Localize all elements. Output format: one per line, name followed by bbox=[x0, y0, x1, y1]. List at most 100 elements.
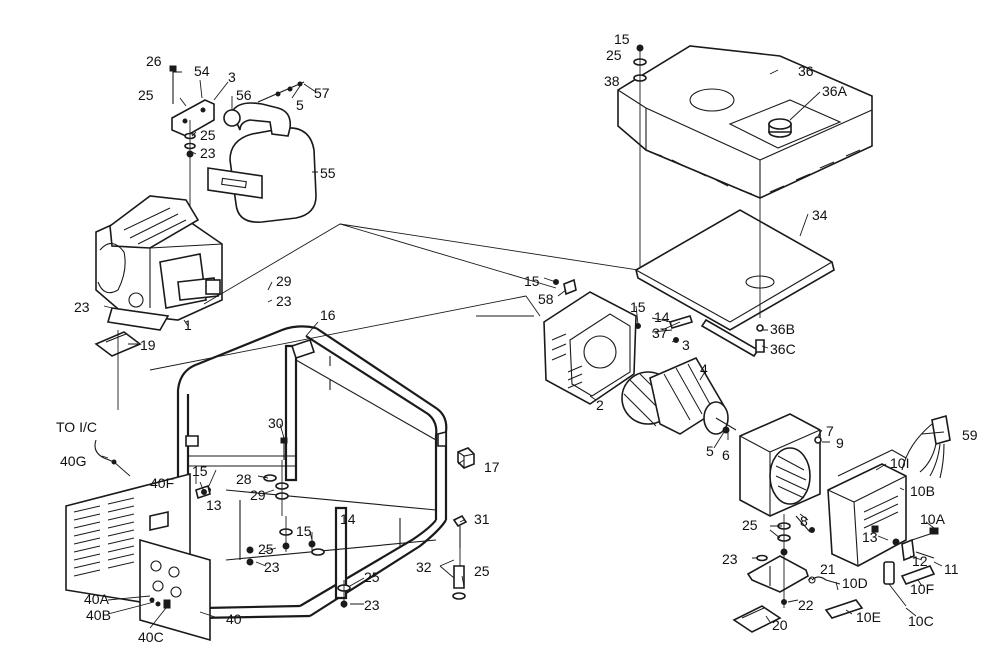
engine-1 bbox=[95, 195, 223, 331]
label-7: 7 bbox=[826, 423, 834, 439]
label-9: 9 bbox=[836, 435, 844, 451]
control-panel-40 bbox=[65, 472, 211, 642]
bolt-8 bbox=[795, 515, 815, 533]
label-23-d: 23 bbox=[722, 551, 738, 567]
exhaust-pipe-56 bbox=[223, 102, 292, 137]
label-10B: 10B bbox=[910, 483, 935, 499]
label-58: 58 bbox=[538, 291, 554, 307]
label-23-f: 23 bbox=[364, 597, 380, 613]
label-19: 19 bbox=[140, 337, 156, 353]
label-23-a: 23 bbox=[200, 145, 216, 161]
label-36B: 36B bbox=[770, 321, 795, 337]
sleeve-10C bbox=[883, 561, 907, 607]
label-32: 32 bbox=[416, 559, 432, 575]
label-25-b: 25 bbox=[200, 127, 216, 143]
fastener-15-13-left bbox=[195, 484, 211, 500]
mid-fasteners bbox=[246, 516, 325, 566]
washers-28-29 bbox=[263, 460, 289, 516]
label-10A: 10A bbox=[920, 511, 946, 527]
label-15-b: 15 bbox=[524, 273, 540, 289]
label-36: 36 bbox=[798, 63, 814, 79]
label-25-e: 25 bbox=[258, 541, 274, 557]
label-10I: 10I bbox=[890, 455, 909, 471]
label-55: 55 bbox=[320, 165, 336, 181]
muffler-55 bbox=[207, 127, 317, 223]
plate-10F bbox=[900, 565, 936, 585]
label-10F: 10F bbox=[910, 581, 934, 597]
label-29-a: 29 bbox=[276, 273, 292, 289]
muffler-bracket bbox=[171, 99, 215, 137]
hardware-25-23-22 bbox=[756, 514, 791, 608]
muffler-bolt-26 bbox=[169, 65, 177, 104]
alignment-lines-mid bbox=[476, 295, 541, 317]
label-23-b: 23 bbox=[276, 293, 292, 309]
label-40A: 40A bbox=[84, 591, 110, 607]
label-15-d: 15 bbox=[192, 463, 208, 479]
capacitor-59 bbox=[901, 414, 951, 479]
label-34: 34 bbox=[812, 207, 828, 223]
label-40G: 40G bbox=[60, 453, 86, 469]
label-40: 40 bbox=[226, 611, 242, 627]
cap-36A bbox=[768, 118, 792, 138]
bottom-washers-25-23 bbox=[337, 580, 351, 608]
cube-17 bbox=[457, 447, 475, 469]
label-40F: 40F bbox=[150, 475, 174, 491]
label-4: 4 bbox=[700, 361, 708, 377]
label-38: 38 bbox=[604, 73, 620, 89]
label-26: 26 bbox=[146, 53, 162, 69]
label-3-mid: 3 bbox=[682, 337, 690, 353]
label-25-f: 25 bbox=[474, 563, 490, 579]
clip-10D bbox=[808, 576, 841, 585]
label-5-mid: 5 bbox=[706, 443, 714, 459]
label-12: 12 bbox=[912, 553, 928, 569]
cover-36 bbox=[617, 45, 873, 199]
terminal-10A bbox=[911, 527, 939, 541]
leader-lines bbox=[101, 69, 945, 629]
label-13-b: 13 bbox=[862, 529, 878, 545]
label-15-e: 15 bbox=[296, 523, 312, 539]
label-11: 11 bbox=[944, 561, 959, 577]
label-56: 56 bbox=[236, 87, 252, 103]
housing-2 bbox=[543, 291, 637, 405]
label-14-a: 14 bbox=[654, 309, 670, 325]
washer-stack-left bbox=[184, 120, 196, 230]
foot-pin-31-32 bbox=[439, 514, 468, 600]
label-10E: 10E bbox=[856, 609, 881, 625]
label-10D: 10D bbox=[842, 575, 868, 591]
bracket-58 bbox=[553, 278, 577, 296]
label-23-c: 23 bbox=[74, 299, 90, 315]
label-14-b: 14 bbox=[340, 511, 356, 527]
carrier-7 bbox=[739, 413, 822, 517]
tray-34 bbox=[635, 196, 835, 331]
label-59: 59 bbox=[962, 427, 978, 443]
label-16: 16 bbox=[320, 307, 336, 323]
label-2: 2 bbox=[596, 397, 604, 413]
label-37: 37 bbox=[652, 325, 668, 341]
label-3-top: 3 bbox=[228, 69, 236, 85]
frame-16 bbox=[176, 325, 448, 620]
label-20: 20 bbox=[772, 617, 788, 633]
label-40C: 40C bbox=[138, 629, 164, 645]
cover-hardware bbox=[633, 44, 647, 274]
label-6: 6 bbox=[722, 447, 730, 463]
label-36A: 36A bbox=[822, 83, 848, 99]
label-22: 22 bbox=[798, 597, 814, 613]
label-57: 57 bbox=[314, 85, 330, 101]
label-15-top-right: 15 bbox=[614, 31, 630, 47]
rod-36B-36C bbox=[700, 318, 765, 358]
label-25-d: 25 bbox=[742, 517, 758, 533]
label-13-a: 13 bbox=[206, 497, 222, 513]
label-36C: 36C bbox=[770, 341, 796, 357]
label-15-c: 15 bbox=[630, 299, 646, 315]
label-17: 17 bbox=[484, 459, 500, 475]
label-23-e: 23 bbox=[264, 559, 280, 575]
plate-10E bbox=[824, 599, 864, 619]
fasteners-14-15-37 bbox=[635, 315, 694, 343]
label-28: 28 bbox=[236, 471, 252, 487]
label-25-g: 25 bbox=[364, 569, 380, 585]
label-54: 54 bbox=[194, 63, 210, 79]
mount-20 bbox=[732, 605, 782, 633]
label-40B: 40B bbox=[86, 607, 111, 623]
label-to-ic: TO I/C bbox=[56, 419, 97, 435]
